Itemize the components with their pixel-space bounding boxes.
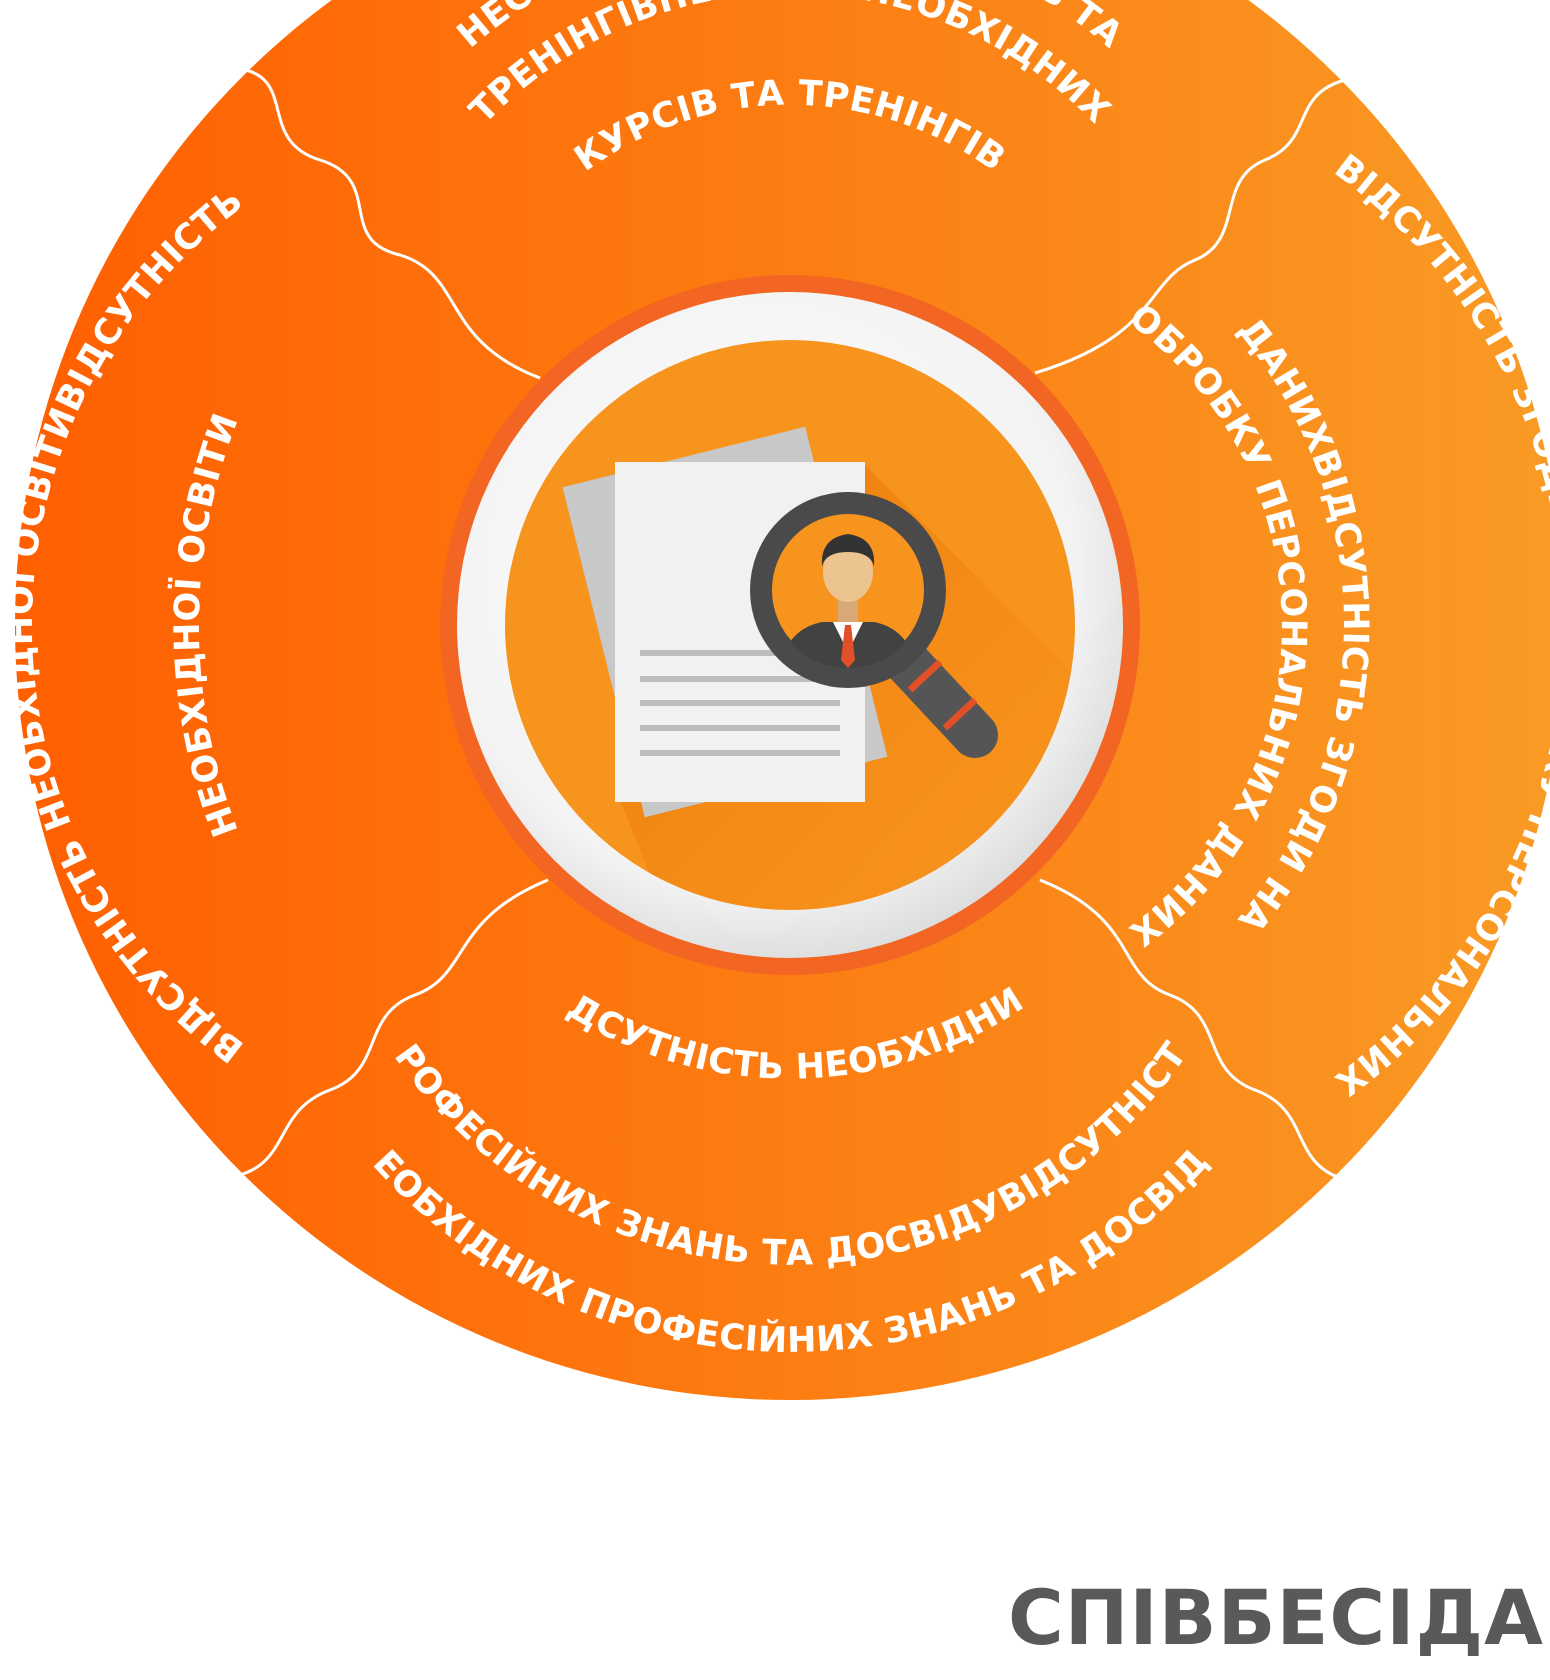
magnifier-rim: [750, 492, 946, 688]
paper-lines: [640, 650, 840, 756]
magnifier-handle: [882, 637, 998, 758]
person-hair: [821, 534, 875, 566]
caption-title: СПІВБЕСІДА: [1008, 1573, 1544, 1662]
divider-bottom-left: [239, 878, 549, 1177]
person-neck: [838, 600, 858, 622]
handle-band-1: [907, 659, 943, 693]
segment-dividers: [234, 66, 1346, 1180]
divider-top-right: [1034, 78, 1346, 375]
person-tie: [841, 625, 855, 668]
divider-bottom-right: [1039, 878, 1341, 1180]
divider-top-left: [234, 66, 541, 380]
handle-band-2: [942, 697, 978, 731]
person-face: [823, 542, 873, 602]
